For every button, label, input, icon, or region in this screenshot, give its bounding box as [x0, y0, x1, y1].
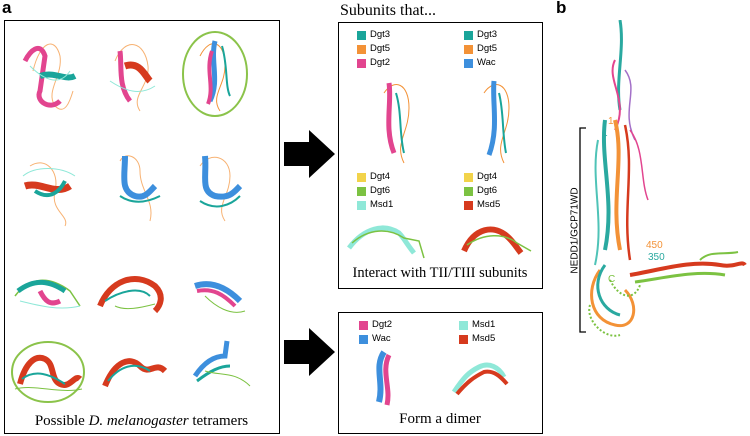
- legend-item: Msd1: [357, 199, 393, 211]
- residue-label-1-orange: 1: [608, 116, 614, 127]
- legend-swatch: [464, 172, 473, 182]
- legend-item: Msd1: [459, 319, 495, 331]
- legend-item: Dgt6: [357, 185, 390, 197]
- tetramers-grid-svg: [11, 31, 251, 403]
- interact-structures-top-svg: [383, 80, 510, 164]
- legend-swatch: [464, 200, 473, 210]
- structure-dgt2-complex: [383, 82, 410, 164]
- structure-helices: [588, 20, 747, 337]
- residue-label-350: 350: [648, 252, 665, 263]
- dimer-panel: Dgt2 Wac Msd1 Msd5 Form a dimer: [338, 312, 543, 434]
- arrow-right-icon-top: [284, 130, 335, 178]
- structure-msd1-complex: [347, 225, 425, 259]
- legend-swatch: [357, 200, 366, 210]
- panel-label-a: a: [2, 0, 12, 17]
- legend-item: Wac: [359, 333, 391, 345]
- residue-label-c: C: [608, 274, 615, 285]
- dimer-caption: Form a dimer: [399, 411, 481, 427]
- tetramer-structure-r1c1: [22, 43, 77, 110]
- panel-label-b: b: [556, 0, 567, 17]
- structure-msd5-complex: [461, 226, 532, 255]
- tetramer-structure-r2c1: [22, 162, 76, 227]
- tetramer-structure-r4c2: [102, 358, 168, 388]
- tetramers-panel: Possible D. melanogaster tetramers: [4, 20, 280, 434]
- tetramer-structure-r1c3: [182, 31, 248, 117]
- nedd1-structure-svg: 1 1 450 350 C: [579, 20, 747, 337]
- tetramer-structure-r1c2: [109, 44, 156, 112]
- legend-swatch: [464, 30, 473, 40]
- legend-swatch: [357, 186, 366, 196]
- residue-label-1-teal: 1: [602, 128, 608, 139]
- structure-wac-complex: [483, 80, 510, 164]
- legend-swatch: [464, 44, 473, 54]
- legend-item: Dgt2: [357, 57, 390, 69]
- nedd1-side-label: NEDD1/GCP71WD: [569, 187, 581, 274]
- legend-item: Wac: [464, 57, 496, 69]
- subunits-heading: Subunits that...: [340, 2, 437, 19]
- legend-swatch: [357, 58, 366, 68]
- residue-label-450: 450: [646, 240, 663, 251]
- legend-item: Dgt4: [357, 171, 390, 183]
- tetramer-structure-r3c1: [14, 279, 81, 309]
- dimer-structures-svg: [376, 350, 509, 406]
- legend-item: Dgt3: [464, 29, 497, 41]
- legend-item: Dgt5: [464, 43, 497, 55]
- interact-caption: Interact with TII/TIII subunits: [352, 265, 528, 281]
- legend-item: Msd5: [464, 199, 500, 211]
- legend-item: Dgt5: [357, 43, 390, 55]
- legend-item: Dgt3: [357, 29, 390, 41]
- legend-swatch: [359, 320, 368, 330]
- tetramer-structure-r4c1: [11, 341, 85, 403]
- legend-item: Msd5: [459, 333, 495, 345]
- tetramer-structure-r3c2: [97, 275, 164, 314]
- legend-swatch: [464, 186, 473, 196]
- interact-structures-bottom-svg: [347, 225, 532, 259]
- structure-msd1-msd5-dimer: [451, 362, 509, 396]
- tetramer-structure-r2c2: [119, 155, 161, 222]
- structure-dgt2-wac-dimer: [376, 350, 392, 406]
- tetramer-structure-r3c3: [194, 281, 246, 313]
- legend-swatch: [459, 334, 468, 344]
- legend-swatch: [459, 320, 468, 330]
- interact-panel: Dgt3 Dgt5 Dgt2 Dgt3 Dgt5 Wac Dgt4 Dgt6 M…: [338, 22, 543, 289]
- legend-swatch: [357, 30, 366, 40]
- legend-item: Dgt4: [464, 171, 497, 183]
- domain-bracket: [579, 127, 586, 333]
- legend-swatch: [357, 172, 366, 182]
- tetramer-structure-r2c3: [199, 155, 243, 222]
- legend-swatch: [464, 58, 473, 68]
- legend-swatch: [359, 334, 368, 344]
- arrow-right-icon-bottom: [284, 328, 335, 376]
- legend-swatch: [357, 44, 366, 54]
- legend-item: Dgt6: [464, 185, 497, 197]
- tetramers-caption: Possible D. melanogaster tetramers: [34, 413, 249, 429]
- tetramer-structure-r4c3: [192, 340, 251, 387]
- legend-item: Dgt2: [359, 319, 392, 331]
